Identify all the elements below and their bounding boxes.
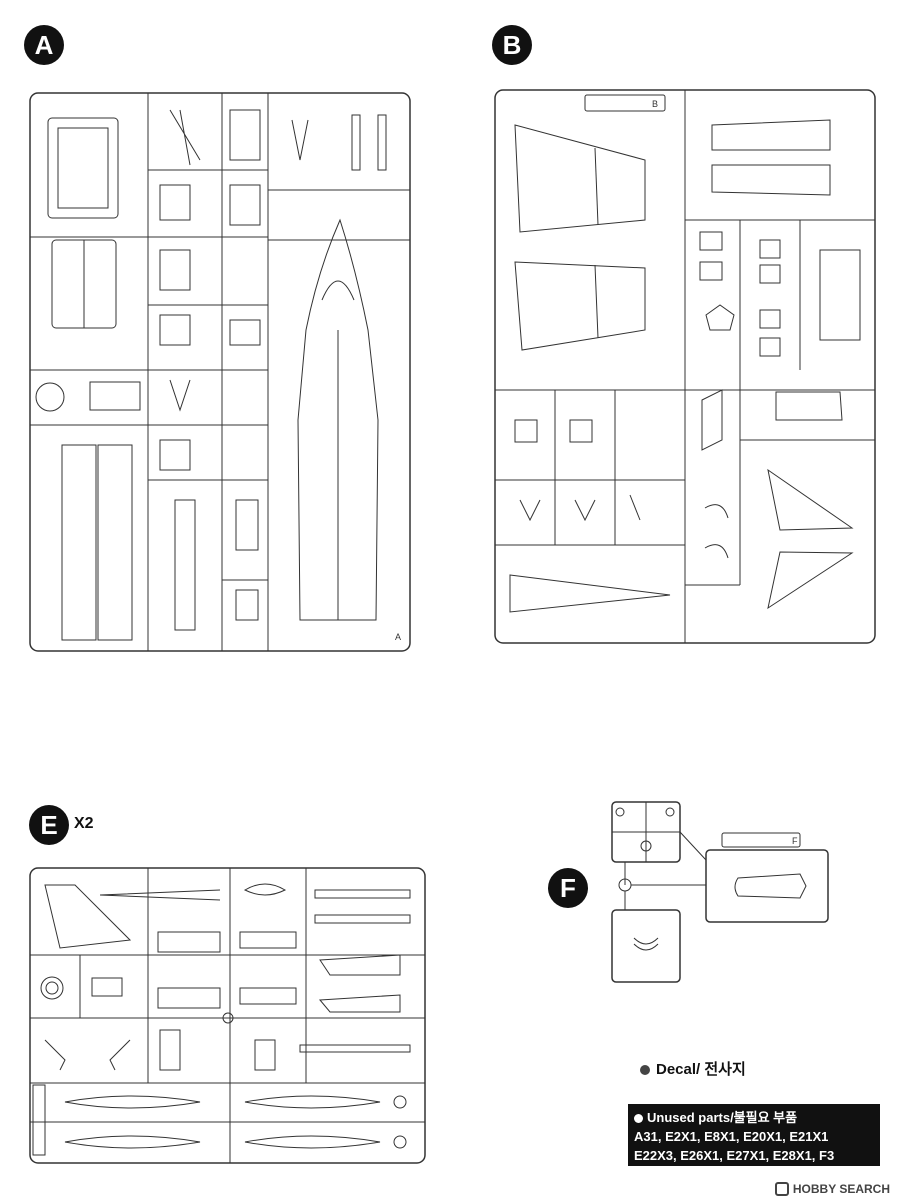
- bullet-icon: [640, 1065, 650, 1076]
- sprue-e-multiplier: X2: [74, 815, 94, 832]
- decal-label: Decal/ 전사지: [656, 1061, 746, 1078]
- sprue-badge-e: E: [29, 805, 69, 845]
- watermark-text: HOBBY SEARCH: [792, 1182, 890, 1196]
- sprue-b-drawing: B: [494, 89, 876, 644]
- sprue-f-drawing: F: [611, 801, 829, 983]
- watermark: HOBBY SEARCH: [774, 1182, 890, 1196]
- svg-text:B: B: [652, 99, 658, 109]
- sprue-badge-f: F: [548, 868, 588, 908]
- svg-text:A: A: [395, 632, 401, 642]
- unused-title-text: Unused parts/불필요 부품: [647, 1110, 798, 1125]
- bullet-icon: [634, 1114, 643, 1124]
- unused-parts-title: Unused parts/불필요 부품: [634, 1108, 874, 1127]
- sprue-badge-a: A: [24, 25, 64, 65]
- decal-legend: Decal/ 전사지: [640, 1058, 746, 1079]
- sprue-e-drawing: [29, 867, 426, 1164]
- hobby-search-logo-icon: [774, 1182, 789, 1196]
- unused-parts-line1: A31, E2X1, E8X1, E20X1, E21X1: [634, 1129, 829, 1144]
- unused-parts-box: Unused parts/불필요 부품 A31, E2X1, E8X1, E20…: [628, 1104, 880, 1166]
- svg-text:F: F: [792, 836, 798, 846]
- unused-parts-line2: E22X3, E26X1, E27X1, E28X1, F3: [634, 1148, 835, 1163]
- sprue-badge-b: B: [492, 25, 532, 65]
- sprue-a-drawing: A: [29, 92, 411, 652]
